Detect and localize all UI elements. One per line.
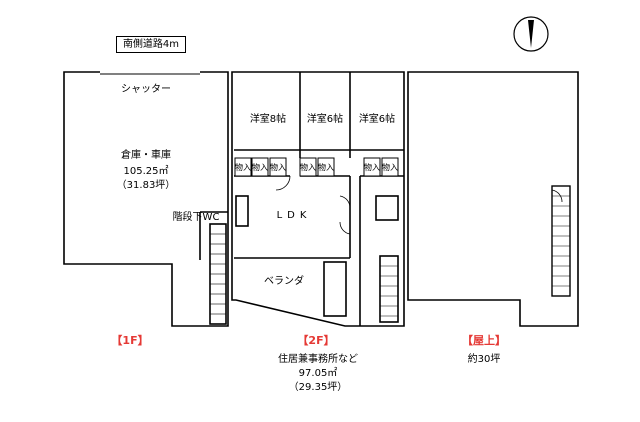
closet-label: 物入 <box>300 163 316 172</box>
floor2-tag: 【2F】 <box>297 334 335 347</box>
floor2-tsubo: （29.35坪） <box>288 382 348 393</box>
floor1-room-label: 倉庫・車庫 <box>121 150 171 161</box>
closet-label: 物入 <box>235 163 251 172</box>
floor2-ldk-label: LDK <box>276 210 312 221</box>
floor1-outline <box>63 71 229 327</box>
floor2-stairs <box>379 255 399 323</box>
floor2-outline <box>231 71 405 327</box>
floor2-area: 97.05㎡ <box>298 368 338 379</box>
floor2-room-2: 洋室6帖 <box>306 114 344 125</box>
roof-stairs <box>551 185 571 297</box>
road-label: 南側道路4m <box>116 36 186 53</box>
roof-tag: 【屋上】 <box>462 334 506 347</box>
floor1-wc-label: 階段下WC <box>172 212 220 223</box>
roof-area: 約30坪 <box>467 354 501 365</box>
closet-label: 物入 <box>382 163 398 172</box>
floor2-use-label: 住居兼事務所など <box>278 354 358 365</box>
floor1-area: 105.25㎡ <box>123 166 169 177</box>
closet-label: 物入 <box>252 163 268 172</box>
floor1-tag: 【1F】 <box>111 334 149 347</box>
north-arrow-icon <box>513 16 549 52</box>
closet-label: 物入 <box>318 163 334 172</box>
floor2-veranda-label: ベランダ <box>264 276 304 287</box>
floor2-room-1: 洋室8帖 <box>249 114 287 125</box>
floor1-tsubo: （31.83坪） <box>116 180 176 191</box>
closet-label: 物入 <box>364 163 380 172</box>
floor1-shutter-label: シャッター <box>121 84 171 95</box>
floor2-room-3: 洋室6帖 <box>358 114 396 125</box>
closet-label: 物入 <box>270 163 286 172</box>
roof-outline <box>407 71 579 327</box>
